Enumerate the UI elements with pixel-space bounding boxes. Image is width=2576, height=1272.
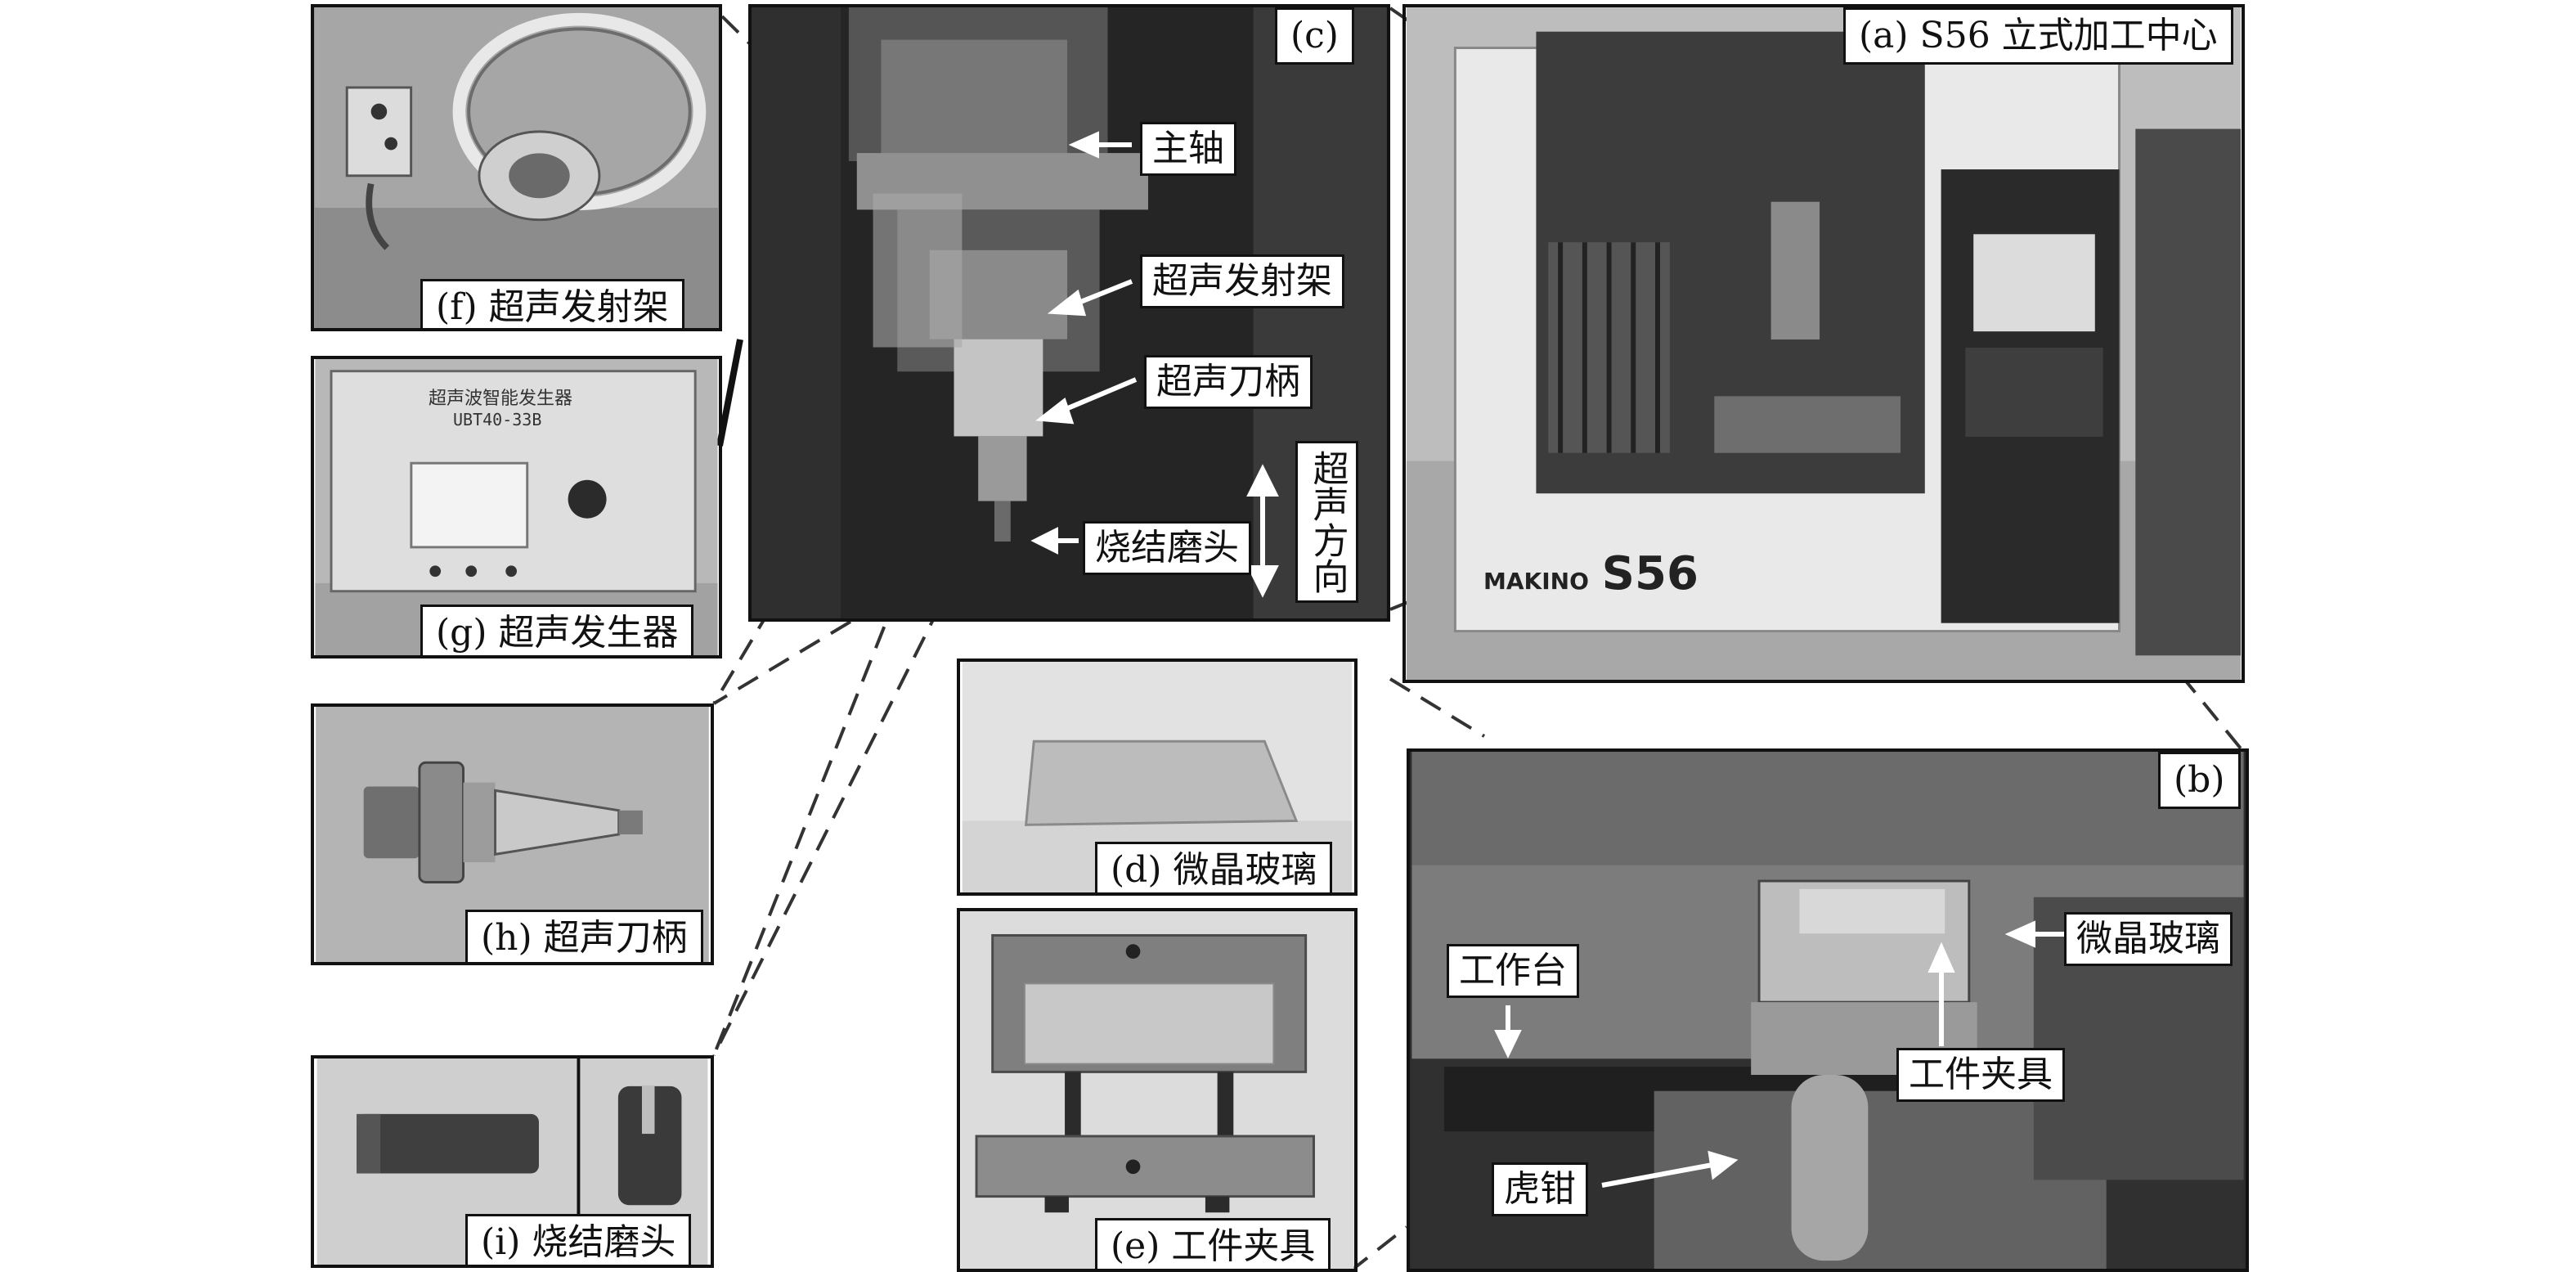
- label-ultrasonic-direction: 超声方向: [1295, 441, 1358, 603]
- caption-h: (h) 超声刀柄: [465, 910, 703, 962]
- spindle-arrows: [1030, 131, 1279, 598]
- label-worktable: 工作台: [1447, 944, 1579, 998]
- label-ultrasonic-holder: 超声刀柄: [1144, 355, 1313, 409]
- caption-f: (f) 超声发射架: [420, 279, 684, 328]
- panel-e-workpiece-fixture: (e) 工件夹具: [957, 908, 1358, 1272]
- generator-model: UBT40-33B: [453, 410, 542, 429]
- panel-f-ultrasonic-frame: (f) 超声发射架: [311, 4, 722, 331]
- panel-g-ultrasonic-generator: 超声波智能发生器 UBT40-33B (g) 超声发生器: [311, 356, 722, 658]
- label-spindle: 主轴: [1140, 122, 1236, 176]
- label-glass-ceramic: 微晶玻璃: [2064, 912, 2233, 966]
- caption-a: (a) S56 立式加工中心: [1843, 7, 2233, 65]
- label-fixture: 工件夹具: [1896, 1048, 2065, 1102]
- ultrasonic-frame-photo: [315, 7, 718, 328]
- caption-g: (g) 超声发生器: [420, 605, 694, 655]
- label-ultrasonic-frame: 超声发射架: [1140, 254, 1344, 308]
- caption-i: (i) 烧结磨头: [465, 1214, 692, 1265]
- spindle-photo: [752, 7, 1387, 618]
- caption-c: (c): [1275, 7, 1354, 65]
- label-vise: 虎钳: [1492, 1162, 1588, 1216]
- machine-brand-name: MAKINO: [1483, 568, 1589, 595]
- panel-d-glass-ceramic: (d) 微晶玻璃: [957, 658, 1358, 896]
- worktable-arrows: [1494, 920, 2064, 1188]
- machine-model: S56: [1601, 547, 1699, 600]
- panel-b-worktable: (b) 微晶玻璃 工作台 工件夹具 虎钳: [1407, 748, 2249, 1272]
- workpiece-fixture-photo: [960, 911, 1354, 1269]
- caption-b: (b): [2158, 752, 2241, 809]
- panel-c-spindle: (c) 主轴 超声发射架 超声刀柄 烧结磨头 超声方向: [748, 4, 1390, 622]
- panel-a-machining-center: MAKINO S56 (a) S56 立式加工中心: [1402, 4, 2245, 683]
- machine-brand: MAKINO S56: [1483, 547, 1699, 600]
- machining-center-photo: [1406, 7, 2242, 680]
- generator-title: 超声波智能发生器: [429, 389, 573, 409]
- caption-d: (d) 微晶玻璃: [1095, 842, 1333, 892]
- worktable-photo: [1411, 752, 2244, 1269]
- label-grinding-head: 烧结磨头: [1083, 521, 1251, 575]
- panel-i-grinding-head: (i) 烧结磨头: [311, 1055, 714, 1268]
- caption-e: (e) 工件夹具: [1095, 1218, 1331, 1269]
- panel-h-ultrasonic-holder: (h) 超声刀柄: [311, 703, 714, 965]
